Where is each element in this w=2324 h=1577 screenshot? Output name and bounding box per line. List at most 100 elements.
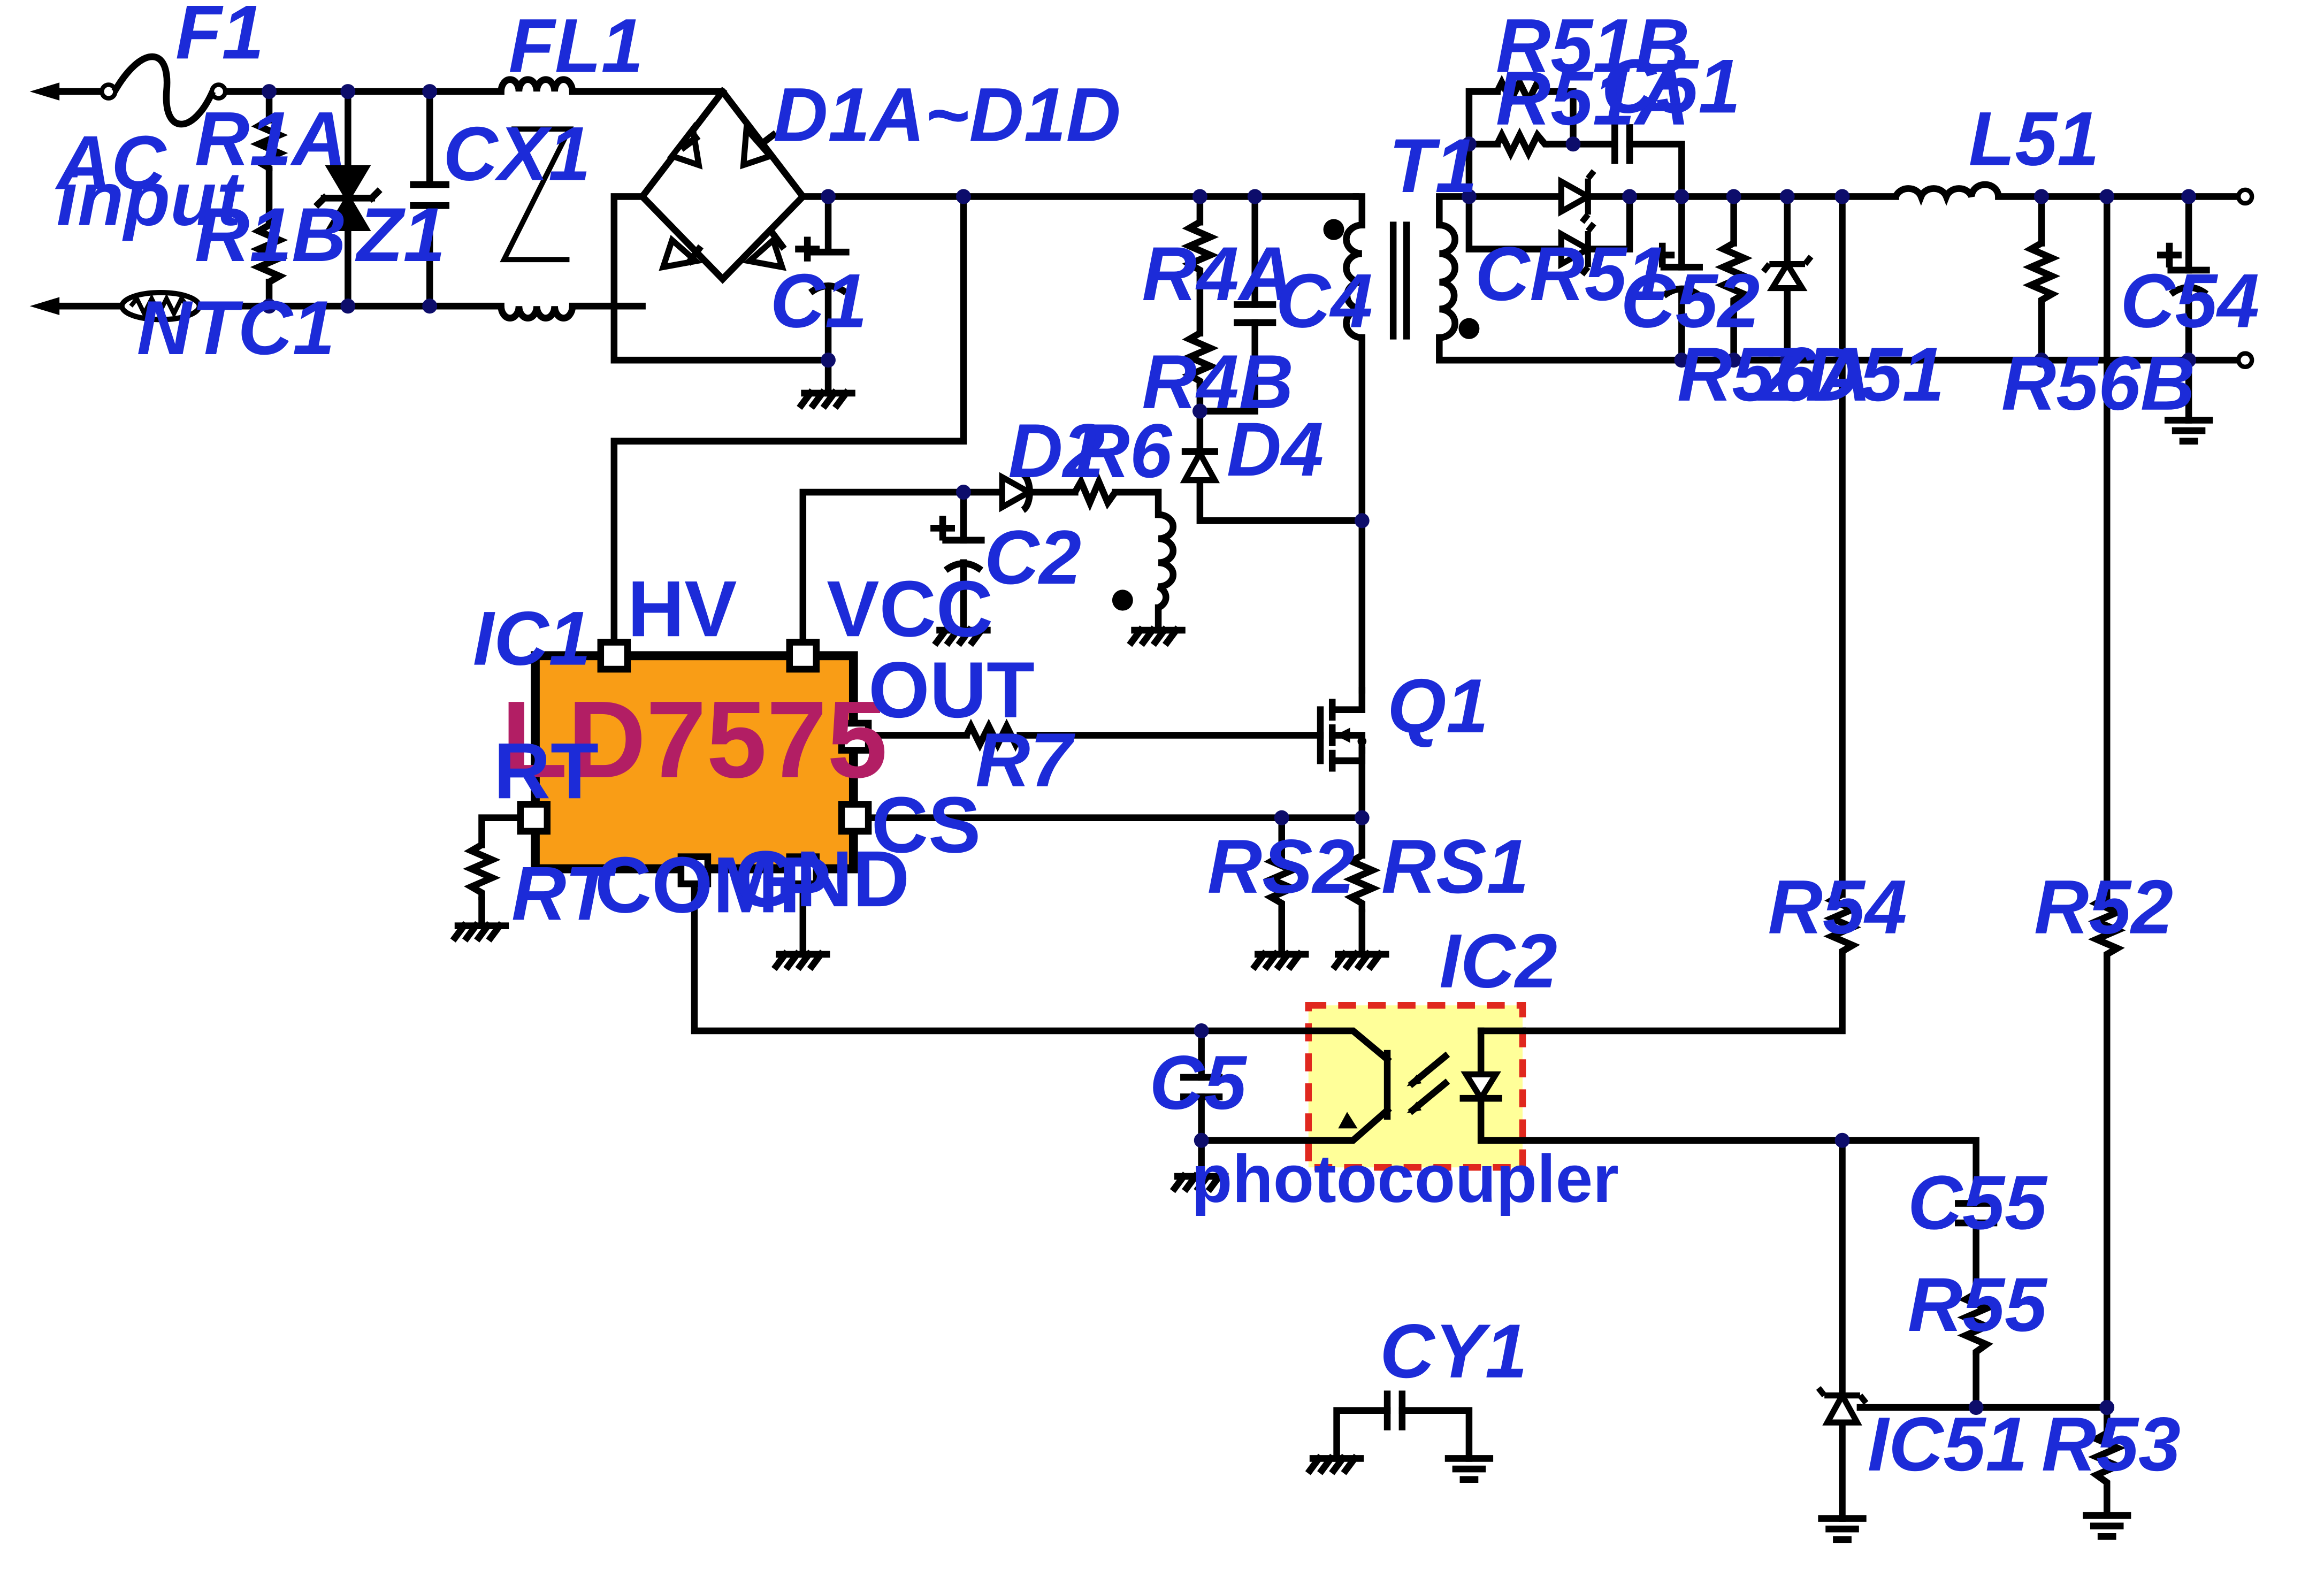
r54-resistor [1823,891,1861,954]
t1-transformer [1323,219,1480,341]
r56a-resistor [1715,240,1753,305]
ref-r53: R53 [2042,1402,2181,1487]
z1-symbol [313,165,383,231]
hot-ground-symbols [450,388,1389,1475]
ref-d1: D1A~D1D [773,72,1121,158]
bridge-diodes [659,121,787,271]
r55-resistor [1957,1290,1995,1355]
ac-input-arrows [29,82,60,316]
junction-dots [262,84,2196,1415]
ic2-photocoupler [1305,1002,1526,1171]
pin-label-hv: HV [628,565,737,654]
ref-c52: C52 [1620,258,1760,344]
cr51-diodes [1558,169,1596,277]
c52-capacitor [1650,242,1703,298]
zd51-zener [1761,255,1814,292]
r4a-resistor [1181,219,1219,277]
ref-r54: R54 [1768,864,1907,950]
c55-capacitor [1955,1200,1998,1227]
r51a-resistor [1494,127,1549,161]
pin-comp [677,853,712,887]
ref-ic2: IC2 [1439,918,1557,1004]
ref-zd51: ZD51 [1757,332,1945,417]
rs1-resistor [1343,852,1381,913]
ref-rs1: RS1 [1381,824,1529,909]
ref-t1: T1 [1389,123,1477,209]
ref-c54: C54 [2120,258,2259,344]
ref-c4: C4 [1276,258,1373,344]
pin-label-rt: RT [494,727,599,816]
ref-c55: C55 [1908,1160,2048,1246]
ref-cy1: CY1 [1380,1308,1527,1394]
ref-q1: Q1 [1387,663,1488,749]
ref-r7: R7 [975,717,1075,803]
ref-d4: D4 [1227,407,1324,493]
pin-hv [597,639,631,673]
ref-c2: C2 [984,515,1081,601]
pin-label-vcc: VCC [827,565,993,654]
aux-winding [1112,511,1177,611]
ref-l51: L51 [1969,96,2099,182]
d4-diode [1180,447,1220,484]
r52-resistor [2088,894,2126,958]
ref-r51b: R51B [1496,3,1690,89]
ic51-shunt-regulator [1816,1386,1869,1426]
ref-r4b: R4B [1142,339,1294,425]
pin-labels: HV VCC OUT RT CS COMP GND [494,565,1035,930]
ref-r4a: R4A [1142,231,1294,317]
ref-r1b: R1B [195,192,347,278]
ac-input-label-1: AC [55,120,167,206]
ac-input-label-2: input [57,156,245,242]
cold-ground-symbols [1444,417,2213,1543]
c4-capacitor [1234,301,1276,326]
ref-rs2: RS2 [1207,824,1355,909]
ref-ic1: IC1 [473,596,591,682]
output-terminals [2236,187,2254,370]
ref-r56b: R56B [2001,341,2195,426]
cx1-capacitor [410,181,450,209]
ref-f1: F1 [175,0,264,75]
ref-z1: Z1 [355,192,445,278]
pin-rt [517,801,551,835]
ref-d2: D2 [1008,408,1105,494]
q1-mosfet [1317,686,1367,772]
photocoupler-caption: photocoupler [1191,1140,1619,1216]
d2-diode [999,471,1035,513]
ref-r55: R55 [1908,1262,2048,1348]
r53-resistor [2088,1430,2126,1489]
rs2-resistor [1263,852,1301,913]
r51b-resistor [1494,75,1549,109]
r6-resistor [1072,473,1118,511]
ref-fl1: FL1 [509,3,644,89]
ic1-part-label: LD7575 [501,678,888,801]
c54-capacitor [2157,242,2210,297]
r1b-resistor [250,222,288,285]
pin-out [838,719,872,754]
r56b-resistor [2022,240,2061,305]
c51-capacitor [1611,124,1633,164]
rt-resistor [463,841,501,900]
ref-cr51: CR51 [1475,231,1669,317]
fl1-choke [498,76,576,321]
ic1-chip [517,639,872,887]
ref-cx1: CX1 [443,111,591,197]
ref-ntc1: NTC1 [137,285,335,371]
pin-gnd [786,853,820,887]
ref-r51a: R51A [1496,56,1690,141]
ntc1-symbol [119,290,202,323]
pin-cs [838,801,872,835]
ref-c1: C1 [770,258,867,344]
reference-designators: F1 FL1 R1A R1B Z1 CX1 NTC1 D1A~D1D C1 IC… [137,0,2260,1487]
ref-c51: C51 [1601,44,1740,129]
pin-label-cs: CS [872,781,981,870]
fuse-f1-symbol [100,53,228,128]
r7-resistor [963,718,1023,752]
l51-inductor [1892,181,2002,206]
ref-r6: R6 [1075,408,1172,494]
ref-ic51: IC51 [1868,1402,2028,1487]
c1-capacitor [795,236,850,296]
r1a-resistor [250,117,288,171]
pin-label-gnd: GND [735,835,909,924]
c2-capacitor [930,516,985,573]
